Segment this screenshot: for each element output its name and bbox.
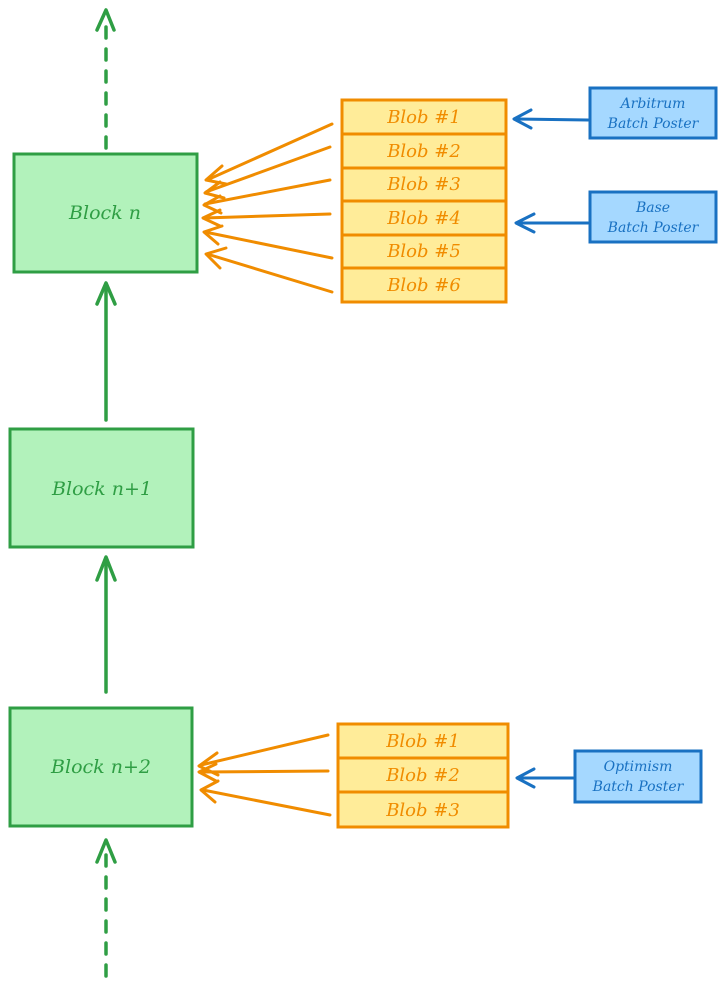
poster-arrow-optimism-head — [515, 767, 536, 789]
block-n-plus-2: Block n+2 — [8, 706, 194, 828]
blob-item: Blob #4 — [340, 199, 508, 237]
blob-item: Blob #1 — [336, 722, 510, 760]
blob-item: Blob #1 — [340, 98, 508, 136]
blob-arrowheads — [202, 194, 223, 215]
svg-text:Blob #3: Blob #3 — [386, 174, 461, 195]
arbitrum-batch-poster: Arbitrum Batch Poster — [588, 86, 718, 140]
base-batch-poster: Base Batch Poster — [588, 190, 718, 244]
block-n: Block n — [12, 152, 199, 274]
poster-arrows — [512, 108, 590, 789]
optimism-batch-poster: Optimism Batch Poster — [573, 749, 703, 804]
svg-text:Batch Poster: Batch Poster — [607, 220, 700, 236]
blob-arrow — [199, 733, 330, 767]
blob-arrowheads — [197, 751, 220, 777]
blob-item: Blob #6 — [340, 266, 508, 304]
blob-arrow — [202, 212, 332, 220]
blob-item: Blob #5 — [340, 233, 508, 270]
svg-text:Blob #3: Blob #3 — [385, 800, 460, 821]
chain-arrow-bottom-head — [95, 838, 117, 864]
svg-text:Base: Base — [635, 200, 670, 216]
blob-arrow — [199, 769, 330, 774]
blob-arrow — [205, 122, 334, 182]
blob-item: Blob #2 — [336, 756, 510, 794]
svg-text:Arbitrum: Arbitrum — [619, 96, 686, 112]
svg-text:Batch Poster: Batch Poster — [592, 779, 685, 795]
block-n-label: Block n — [68, 202, 141, 224]
blob-arrowheads — [201, 208, 222, 228]
svg-text:Blob #2: Blob #2 — [386, 141, 461, 162]
block-n-plus-1-label: Block n+1 — [51, 478, 152, 500]
blob-arrowheads — [199, 779, 220, 804]
svg-text:Blob #5: Blob #5 — [386, 241, 461, 262]
blob-item: Blob #3 — [340, 166, 508, 203]
blob-arrow — [203, 178, 332, 206]
chain-arrow-n1-to-n-head — [95, 281, 117, 306]
svg-text:Blob #1: Blob #1 — [385, 731, 460, 752]
blob-stack-top: Blob #1 Blob #2 Blob #3 Blob #4 Blob #5 … — [340, 98, 508, 304]
poster-arrow-arbitrum-head — [512, 108, 533, 130]
blob-item: Blob #3 — [336, 790, 510, 829]
svg-text:Blob #4: Blob #4 — [386, 208, 461, 229]
blob-arrows-bottom — [197, 733, 332, 817]
block-n-plus-2-label: Block n+2 — [50, 756, 151, 778]
svg-text:Optimism: Optimism — [604, 759, 673, 775]
blob-arrowheads — [202, 224, 224, 246]
poster-arrow-arbitrum — [514, 117, 590, 122]
poster-arrow-base-head — [514, 212, 536, 234]
chain-arrows — [95, 8, 117, 978]
blob-arrowheads — [197, 762, 218, 783]
blob-stack-bottom: Blob #1 Blob #2 Blob #3 — [336, 722, 510, 829]
svg-text:Batch Poster: Batch Poster — [607, 116, 700, 132]
blob-arrow — [201, 788, 332, 817]
svg-text:Blob #2: Blob #2 — [385, 765, 460, 786]
svg-text:Blob #6: Blob #6 — [386, 275, 461, 296]
blob-arrow — [205, 252, 334, 294]
chain-arrow-top-head — [95, 8, 116, 32]
blob-arrow — [203, 230, 334, 260]
blob-arrows-top — [201, 122, 334, 294]
chain-arrow-n2-to-n1-head — [95, 555, 117, 582]
block-n-plus-1: Block n+1 — [8, 427, 195, 549]
blob-item: Blob #2 — [340, 132, 508, 170]
blob-arrowheads — [204, 246, 228, 270]
svg-text:Blob #1: Blob #1 — [386, 107, 461, 128]
